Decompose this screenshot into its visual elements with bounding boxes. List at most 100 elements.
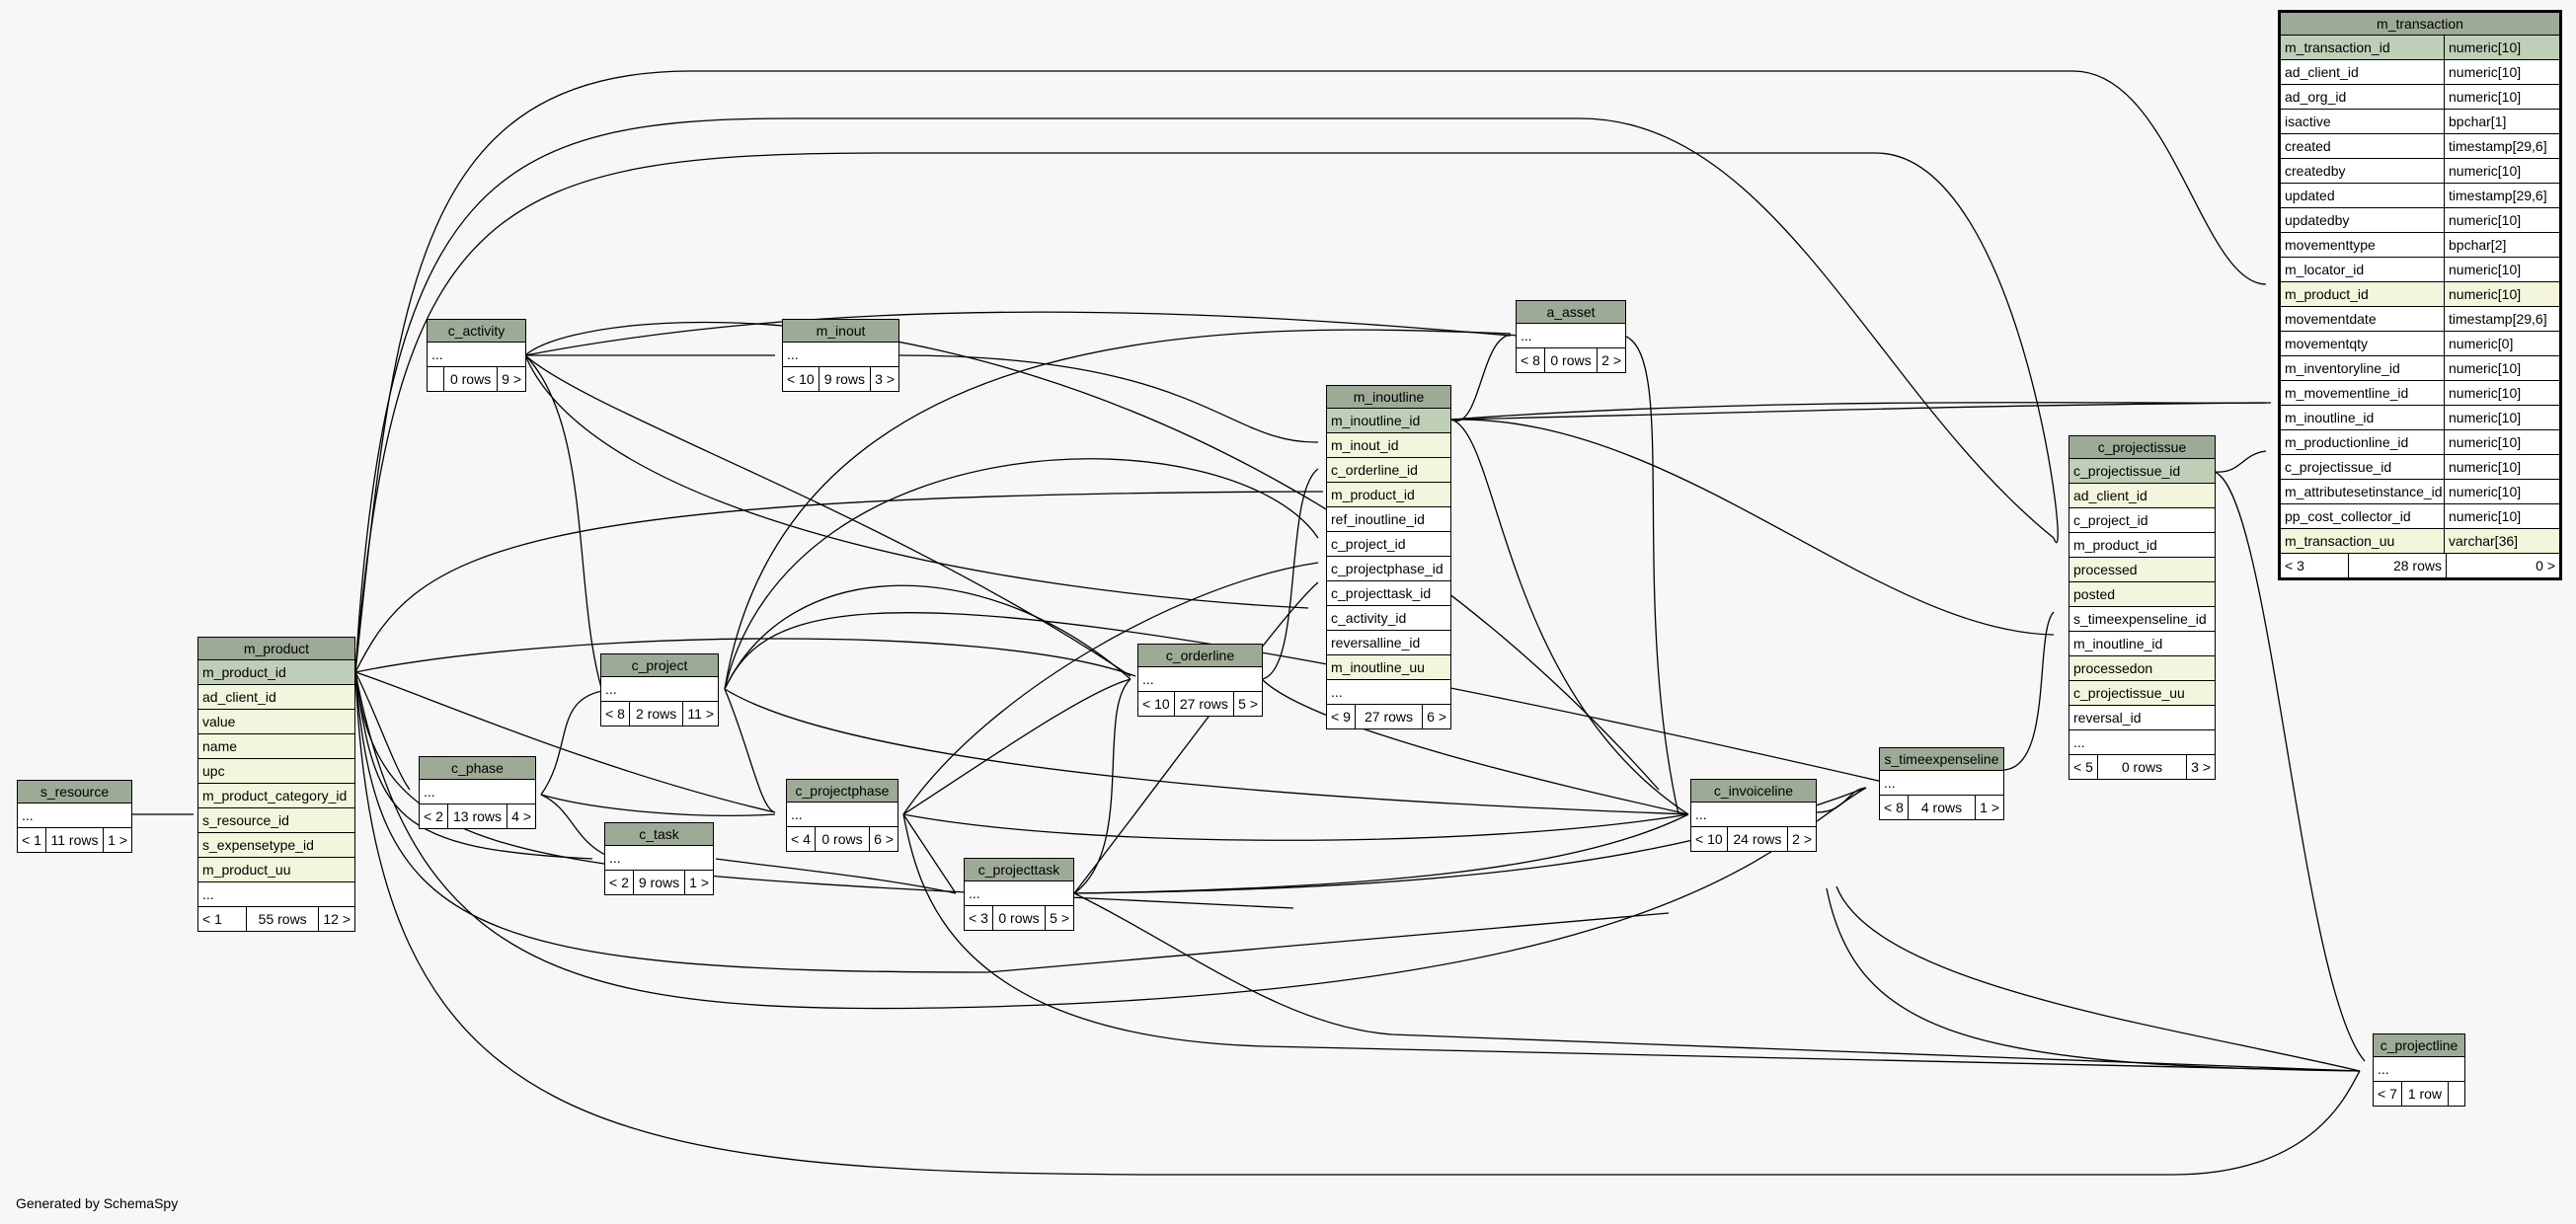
row-count: 11 rows xyxy=(46,828,105,852)
edge xyxy=(354,671,1670,973)
table-footer: < 10 24 rows 2 > xyxy=(1691,827,1816,851)
edge xyxy=(354,671,2361,1176)
edge xyxy=(1261,678,1689,815)
table-c_orderline[interactable]: c_orderline ... < 10 27 rows 5 > xyxy=(1137,644,1263,717)
column-m_product_id: m_product_id xyxy=(202,664,286,680)
column-ellipsis: ... xyxy=(1521,328,1532,344)
children-count: 5 > xyxy=(1050,910,1069,926)
edge xyxy=(1826,887,2361,1072)
parents-count: < 10 xyxy=(783,367,820,391)
column-type: timestamp[29,6] xyxy=(2444,134,2559,158)
edge xyxy=(540,794,608,857)
column-row: m_product_id numeric[10] xyxy=(2281,282,2559,307)
table-c_phase[interactable]: c_phase ... < 2 13 rows 4 > xyxy=(419,756,536,829)
column-processed: processed xyxy=(2073,562,2138,577)
edge xyxy=(354,638,1136,677)
edge xyxy=(902,562,1319,815)
column-c_activity_id: c_activity_id xyxy=(1331,610,1407,626)
edge xyxy=(724,688,1689,815)
parents-count xyxy=(428,367,444,391)
column-upc: upc xyxy=(202,763,225,779)
column-type: numeric[10] xyxy=(2444,282,2559,306)
column-ellipsis: ... xyxy=(424,784,435,800)
column-name: updatedby xyxy=(2285,212,2350,228)
parents-count: < 8 xyxy=(601,702,630,726)
column-type: timestamp[29,6] xyxy=(2444,184,2559,207)
table-s_timeexpenseline[interactable]: s_timeexpenseline ... < 8 4 rows 1 > xyxy=(1879,747,2004,820)
row-count: 0 rows xyxy=(2098,755,2188,779)
children-count: 4 > xyxy=(511,808,531,824)
column-s_resource_id: s_resource_id xyxy=(202,812,289,828)
row-count: 13 rows xyxy=(448,804,508,828)
row-count: 9 rows xyxy=(820,367,872,391)
table-title: c_projectline xyxy=(2374,1034,2464,1057)
table-c_projectphase[interactable]: c_projectphase ... < 4 0 rows 6 > xyxy=(786,779,898,852)
table-c_activity[interactable]: c_activity ... 0 rows 9 > xyxy=(427,319,526,392)
table-c_projectissue[interactable]: c_projectissue c_projectissue_id ad_clie… xyxy=(2069,435,2216,780)
column-name: created xyxy=(2285,138,2331,154)
row-count: 28 rows xyxy=(2349,554,2447,577)
edge xyxy=(2001,611,2055,771)
parents-count: < 1 xyxy=(18,828,46,852)
column-posted: posted xyxy=(2073,586,2116,602)
table-footer: < 8 4 rows 1 > xyxy=(1880,796,2003,819)
parents-count: < 1 xyxy=(198,907,247,931)
table-c_projecttask[interactable]: c_projecttask ... < 3 0 rows 5 > xyxy=(964,858,1074,931)
edge xyxy=(354,152,2059,673)
column-type: numeric[10] xyxy=(2444,381,2559,405)
table-s_resource[interactable]: s_resource ... < 1 11 rows 1 > xyxy=(17,780,132,853)
table-a_asset[interactable]: a_asset ... < 8 0 rows 2 > xyxy=(1516,300,1626,373)
column-name: m_product_id xyxy=(2285,286,2369,302)
column-name: movementqty xyxy=(2285,336,2369,351)
edge xyxy=(2214,471,2366,1062)
table-footer: < 10 9 rows 3 > xyxy=(783,367,898,391)
children-count: 1 > xyxy=(689,875,709,890)
column-ellipsis: ... xyxy=(605,681,617,697)
table-m_inoutline[interactable]: m_inoutline m_inoutline_id m_inout_id c_… xyxy=(1326,385,1451,729)
column-ref_inoutline_id: ref_inoutline_id xyxy=(1331,511,1425,527)
edge xyxy=(524,354,603,692)
table-title: s_resource xyxy=(18,781,131,803)
edge xyxy=(902,813,957,894)
table-title: c_task xyxy=(605,823,713,846)
row-count: 1 row xyxy=(2402,1082,2449,1106)
column-name: m_productionline_id xyxy=(2285,434,2409,450)
table-c_projectline[interactable]: c_projectline ... < 7 1 row xyxy=(2373,1033,2465,1107)
column-ellipsis: ... xyxy=(609,850,621,866)
table-c_task[interactable]: c_task ... < 2 9 rows 1 > xyxy=(604,822,714,895)
edge xyxy=(902,813,2361,1072)
table-m_product[interactable]: m_product m_product_id ad_client_id valu… xyxy=(197,637,355,932)
column-name: movementdate xyxy=(2285,311,2377,327)
table-c_project[interactable]: c_project ... < 8 2 rows 11 > xyxy=(600,653,719,727)
column-name: m_inoutline_id xyxy=(2285,410,2375,425)
table-m_inout[interactable]: m_inout ... < 10 9 rows 3 > xyxy=(782,319,899,392)
column-name: m_transaction_id xyxy=(2285,39,2390,55)
column-m_product_id: m_product_id xyxy=(1331,487,1415,502)
column-m_product_category_id: m_product_category_id xyxy=(202,788,348,803)
parents-count: < 10 xyxy=(1691,827,1728,851)
parents-count: < 2 xyxy=(420,804,448,828)
column-name: m_movementline_id xyxy=(2285,385,2409,401)
row-count: 27 rows xyxy=(1175,692,1235,716)
edge xyxy=(724,612,1897,786)
table-c_invoiceline[interactable]: c_invoiceline ... < 10 24 rows 2 > xyxy=(1690,779,1817,852)
row-count: 9 rows xyxy=(634,871,686,894)
column-name: updated xyxy=(2285,188,2335,203)
edge xyxy=(354,117,2055,673)
column-s_expensetype_id: s_expensetype_id xyxy=(202,837,314,853)
children-count: 12 > xyxy=(323,911,351,927)
column-type: bpchar[1] xyxy=(2444,110,2559,133)
table-title: c_orderline xyxy=(1138,645,1262,667)
edge xyxy=(1073,892,2361,1072)
column-type: numeric[10] xyxy=(2444,36,2559,59)
edge xyxy=(724,329,1512,690)
